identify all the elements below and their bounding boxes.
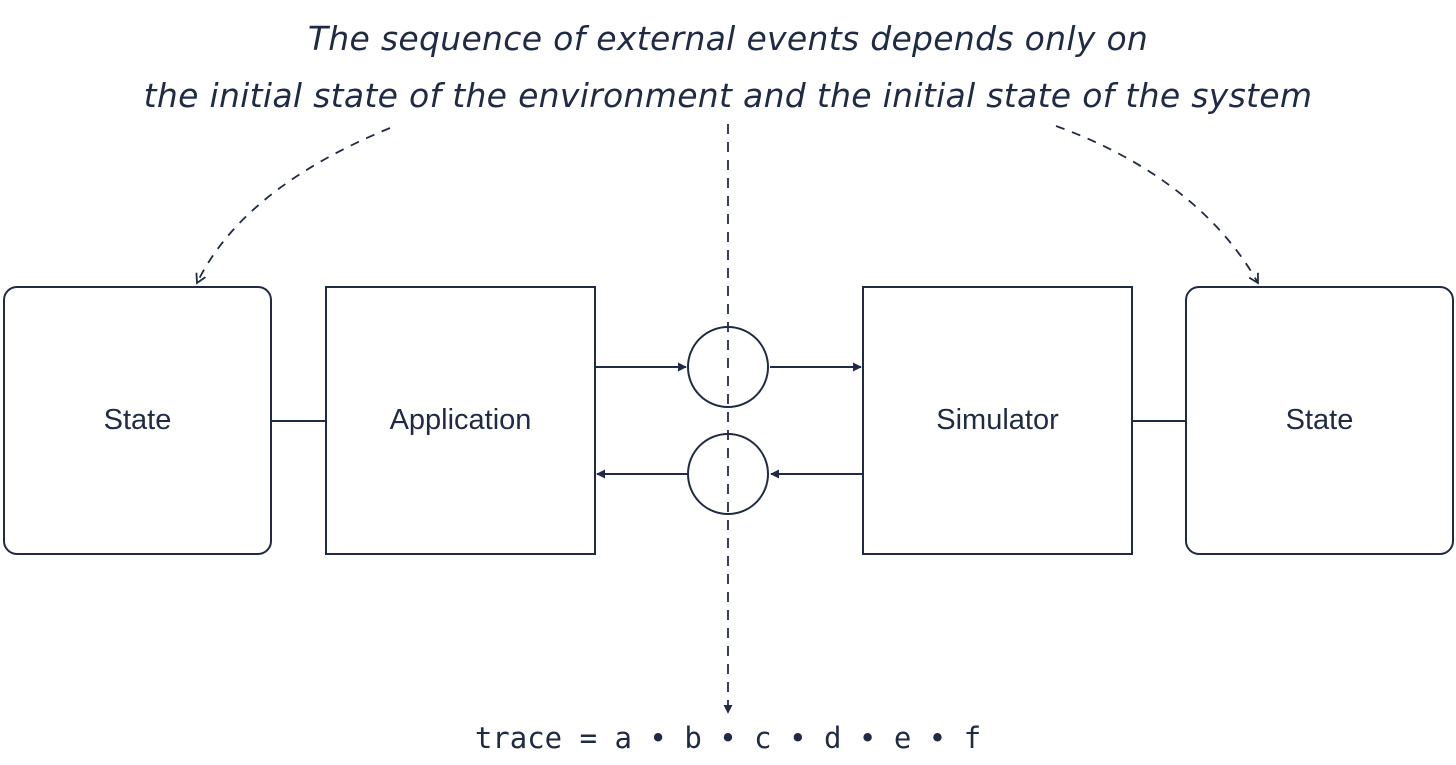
application-label: Application bbox=[389, 404, 532, 436]
dashed-arrow-left bbox=[195, 127, 391, 285]
dashed-arrow-right bbox=[1055, 125, 1259, 285]
environment-state-box: State bbox=[3, 286, 272, 555]
environment-state-label: State bbox=[103, 404, 172, 436]
event-node-outbound bbox=[687, 326, 769, 408]
caption-line-1: The sequence of external events depends … bbox=[307, 19, 1149, 58]
trace-formula: trace = a • b • c • d • e • f bbox=[474, 721, 982, 755]
caption-line-2: the initial state of the environment and… bbox=[143, 76, 1313, 115]
application-box: Application bbox=[325, 286, 596, 555]
system-state-box: State bbox=[1185, 286, 1454, 555]
event-node-inbound bbox=[687, 433, 769, 515]
simulator-box: Simulator bbox=[862, 286, 1133, 555]
system-state-label: State bbox=[1285, 404, 1354, 436]
simulator-label: Simulator bbox=[936, 404, 1059, 436]
